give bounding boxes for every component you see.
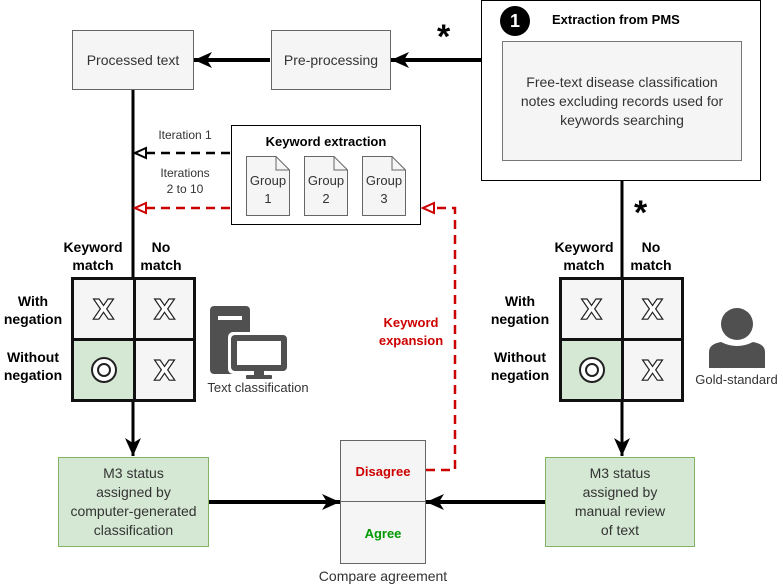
iterations-rest-label: Iterations 2 to 10 (145, 165, 225, 197)
source-text-box: Free-text disease classification notes e… (502, 41, 742, 161)
right-cell-without-nomatch: X (624, 341, 681, 399)
m3-manual-line4: of text (600, 522, 640, 538)
m3-manual-line3: manual review (574, 503, 666, 519)
group-1-line1: Group (249, 173, 287, 188)
left-cell-with-nomatch: X (136, 280, 193, 338)
gold-standard-label: Gold-standard (695, 372, 778, 387)
person-icon (709, 308, 765, 368)
compare-box: Disagree Agree (340, 440, 426, 564)
arrow-keyword-expansion (423, 208, 457, 472)
m3-computer-line4: classification (93, 522, 174, 538)
m3-computer-line2: assigned by (96, 484, 171, 500)
group-3-line1: Group (365, 173, 403, 188)
keyword-extraction-box: Keyword extraction Group 1 Group 2 Group 3 (231, 125, 421, 225)
left-cell-without-keyword (74, 341, 133, 399)
document-icon (304, 156, 348, 216)
preprocessing-box: Pre-processing (271, 30, 391, 90)
left-cell-without-nomatch: X (136, 341, 193, 399)
extraction-container: 1 Extraction from PMS Free-text disease … (481, 0, 761, 181)
extraction-title: Extraction from PMS (552, 12, 680, 27)
m3-manual-line2: assigned by (582, 484, 658, 500)
group-2-line2: 2 (322, 191, 330, 206)
keyword-expansion-line2: expansion (378, 333, 444, 348)
agree-cell: Agree (341, 503, 425, 563)
right-matrix: X X X (559, 277, 684, 402)
right-cell-without-keyword (562, 341, 621, 399)
computer-icon (210, 306, 290, 379)
processed-text-label: Processed text (86, 52, 180, 68)
disagree-cell: Disagree (341, 441, 425, 502)
x-mark-icon: X (641, 353, 664, 387)
compare-caption: Compare agreement (318, 568, 448, 584)
group-3-document: Group 3 (362, 156, 406, 216)
x-mark-icon: X (153, 353, 176, 387)
circle-mark-icon (90, 357, 117, 383)
m3-manual-line1: M3 status (589, 465, 651, 481)
left-matrix: X X X (71, 277, 196, 402)
iterations-rest-line2: 2 to 10 (166, 182, 204, 196)
preprocessing-label: Pre-processing (283, 52, 379, 68)
m3-computer-line3: computer-generated (70, 503, 197, 519)
disagree-label: Disagree (355, 463, 411, 479)
group-3-line2: 3 (380, 191, 388, 206)
step-number: 1 (509, 10, 520, 31)
asterisk-right: * (634, 194, 648, 232)
m3-computer-line1: M3 status (103, 465, 164, 481)
group-1-line2: 1 (264, 191, 272, 206)
processed-text-box: Processed text (72, 30, 194, 90)
x-mark-icon: X (153, 292, 176, 326)
group-2-line1: Group (307, 173, 345, 188)
x-mark-icon: X (580, 292, 603, 326)
iterations-rest-line1: Iterations (160, 166, 210, 180)
agree-label: Agree (364, 525, 402, 541)
left-cell-with-keyword: X (74, 280, 133, 338)
group-2-document: Group 2 (304, 156, 348, 216)
iteration-1-label: Iteration 1 (158, 128, 212, 142)
group-1-document: Group 1 (246, 156, 290, 216)
x-mark-icon: X (92, 292, 115, 326)
right-cell-with-keyword: X (562, 280, 621, 338)
keyword-expansion-line1: Keyword (383, 315, 439, 330)
step-number-badge: 1 (500, 6, 530, 36)
keyword-extraction-title: Keyword extraction (265, 134, 387, 149)
document-icon (246, 156, 290, 216)
m3-manual-box: M3 status assigned by manual review of t… (545, 457, 695, 547)
document-icon (362, 156, 406, 216)
right-cell-with-nomatch: X (624, 280, 681, 338)
source-text: Free-text disease classification notes e… (520, 73, 724, 128)
x-mark-icon: X (641, 292, 664, 326)
asterisk-top: * (437, 18, 451, 56)
text-classification-label: Text classification (207, 380, 309, 395)
circle-mark-icon (578, 357, 605, 383)
m3-computer-box: M3 status assigned by computer-generated… (58, 457, 209, 547)
keyword-expansion-label: Keyword expansion (366, 314, 456, 350)
